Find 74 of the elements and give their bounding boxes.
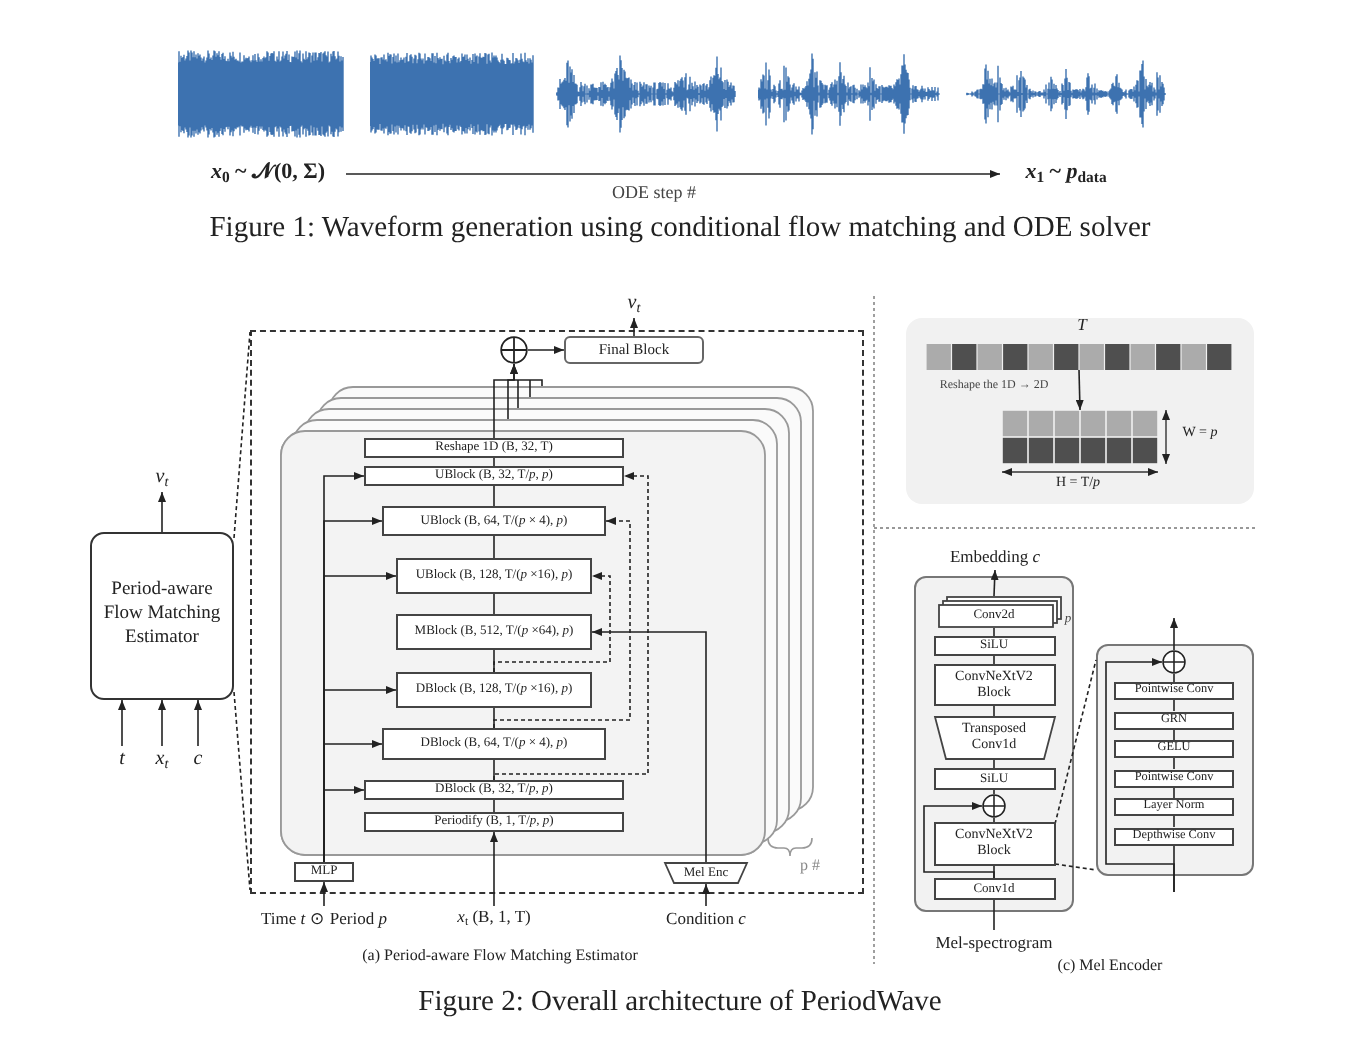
subfigure-caption: (a) Period-aware Flow Matching Estimator [360,948,640,968]
expanded-panel [1096,644,1254,876]
arrow [1075,369,1084,411]
arrow [702,883,710,907]
reshape-panel [906,318,1254,504]
zoom-line [233,331,251,539]
zoom-line [233,691,251,891]
connector-line [993,759,995,769]
arrow [118,699,126,747]
zoom-line [1054,659,1097,825]
connector-line [993,655,995,665]
connector-line [493,799,495,813]
input-label: Mel-spectrogram [924,930,1064,956]
stack-count-label: p # [798,858,822,878]
arrow [194,699,202,747]
connector-line [993,899,995,931]
figure-caption: Figure 2: Overall architecture of PeriodWave [416,988,944,1022]
arrow [507,363,543,420]
formula-label: x$_{1}$ ~ p$_{data}$ [1000,158,1132,190]
connector-line [493,649,495,673]
connector-line [993,627,995,637]
figure-caption: Figure 1: Waveform generation using conditional flow matching and ODE solver [207,214,1153,248]
arrow [527,346,565,354]
connector-line [1173,673,1175,683]
arrow [490,831,498,907]
input-variable-label: x$_{t}$ [146,746,178,774]
formula-label: x$_{0}$ ~ 𝒩(0, Σ) [190,158,346,190]
connector-line [1173,815,1175,828]
arrow [158,699,166,747]
output-variable-label: v$_{t}$ [146,464,178,492]
connector-line [493,457,495,467]
connector-line [493,535,495,559]
encoder-panel [914,576,1074,912]
input-label: Time t ⊙ Period p [248,906,400,932]
subfigure-caption: (c) Mel Encoder [1055,958,1165,978]
arrow [591,628,707,863]
skip-connection-arrow [493,472,649,781]
sum-circle [1162,650,1186,674]
output-label: Embedding c [940,544,1050,570]
connector-line [993,789,995,795]
estimator-box: Period-aware Flow Matching Estimator [90,532,234,700]
output-variable-label: v$_{t}$ [618,290,650,318]
zoom-line [1054,863,1097,871]
arrow [1170,617,1178,651]
skip-connection-arrow [493,517,631,729]
connector-line [993,705,995,717]
input-variable-label: c [186,746,210,774]
arrow [320,881,328,907]
sum-circle [982,794,1006,818]
sequence-strip-drawing [926,344,1232,370]
connector-line [1173,757,1175,770]
connector-line [493,707,495,729]
input-label: x$_{t}$ (B, 1, T) [444,906,544,932]
connector-line [993,817,995,823]
input-variable-label: t [110,746,134,774]
connector-line [1173,728,1175,741]
stacked-panel [280,386,814,856]
connector-line [493,485,495,507]
grid-drawing [1002,410,1158,464]
arrow [158,491,166,533]
skip-connection-arrow [493,572,611,673]
arrow [990,569,999,597]
arrow [630,317,638,337]
input-label: Condition c [652,906,760,932]
arrow [1105,658,1175,893]
connector-line [493,593,495,615]
dashed-frame [250,330,864,894]
connector-line [1173,786,1175,799]
length-label: T [1075,316,1090,338]
sum-circle [500,336,528,364]
arrow [923,802,995,879]
connector-line [1173,699,1175,712]
connector-line [493,759,495,781]
arrow [345,170,1001,178]
